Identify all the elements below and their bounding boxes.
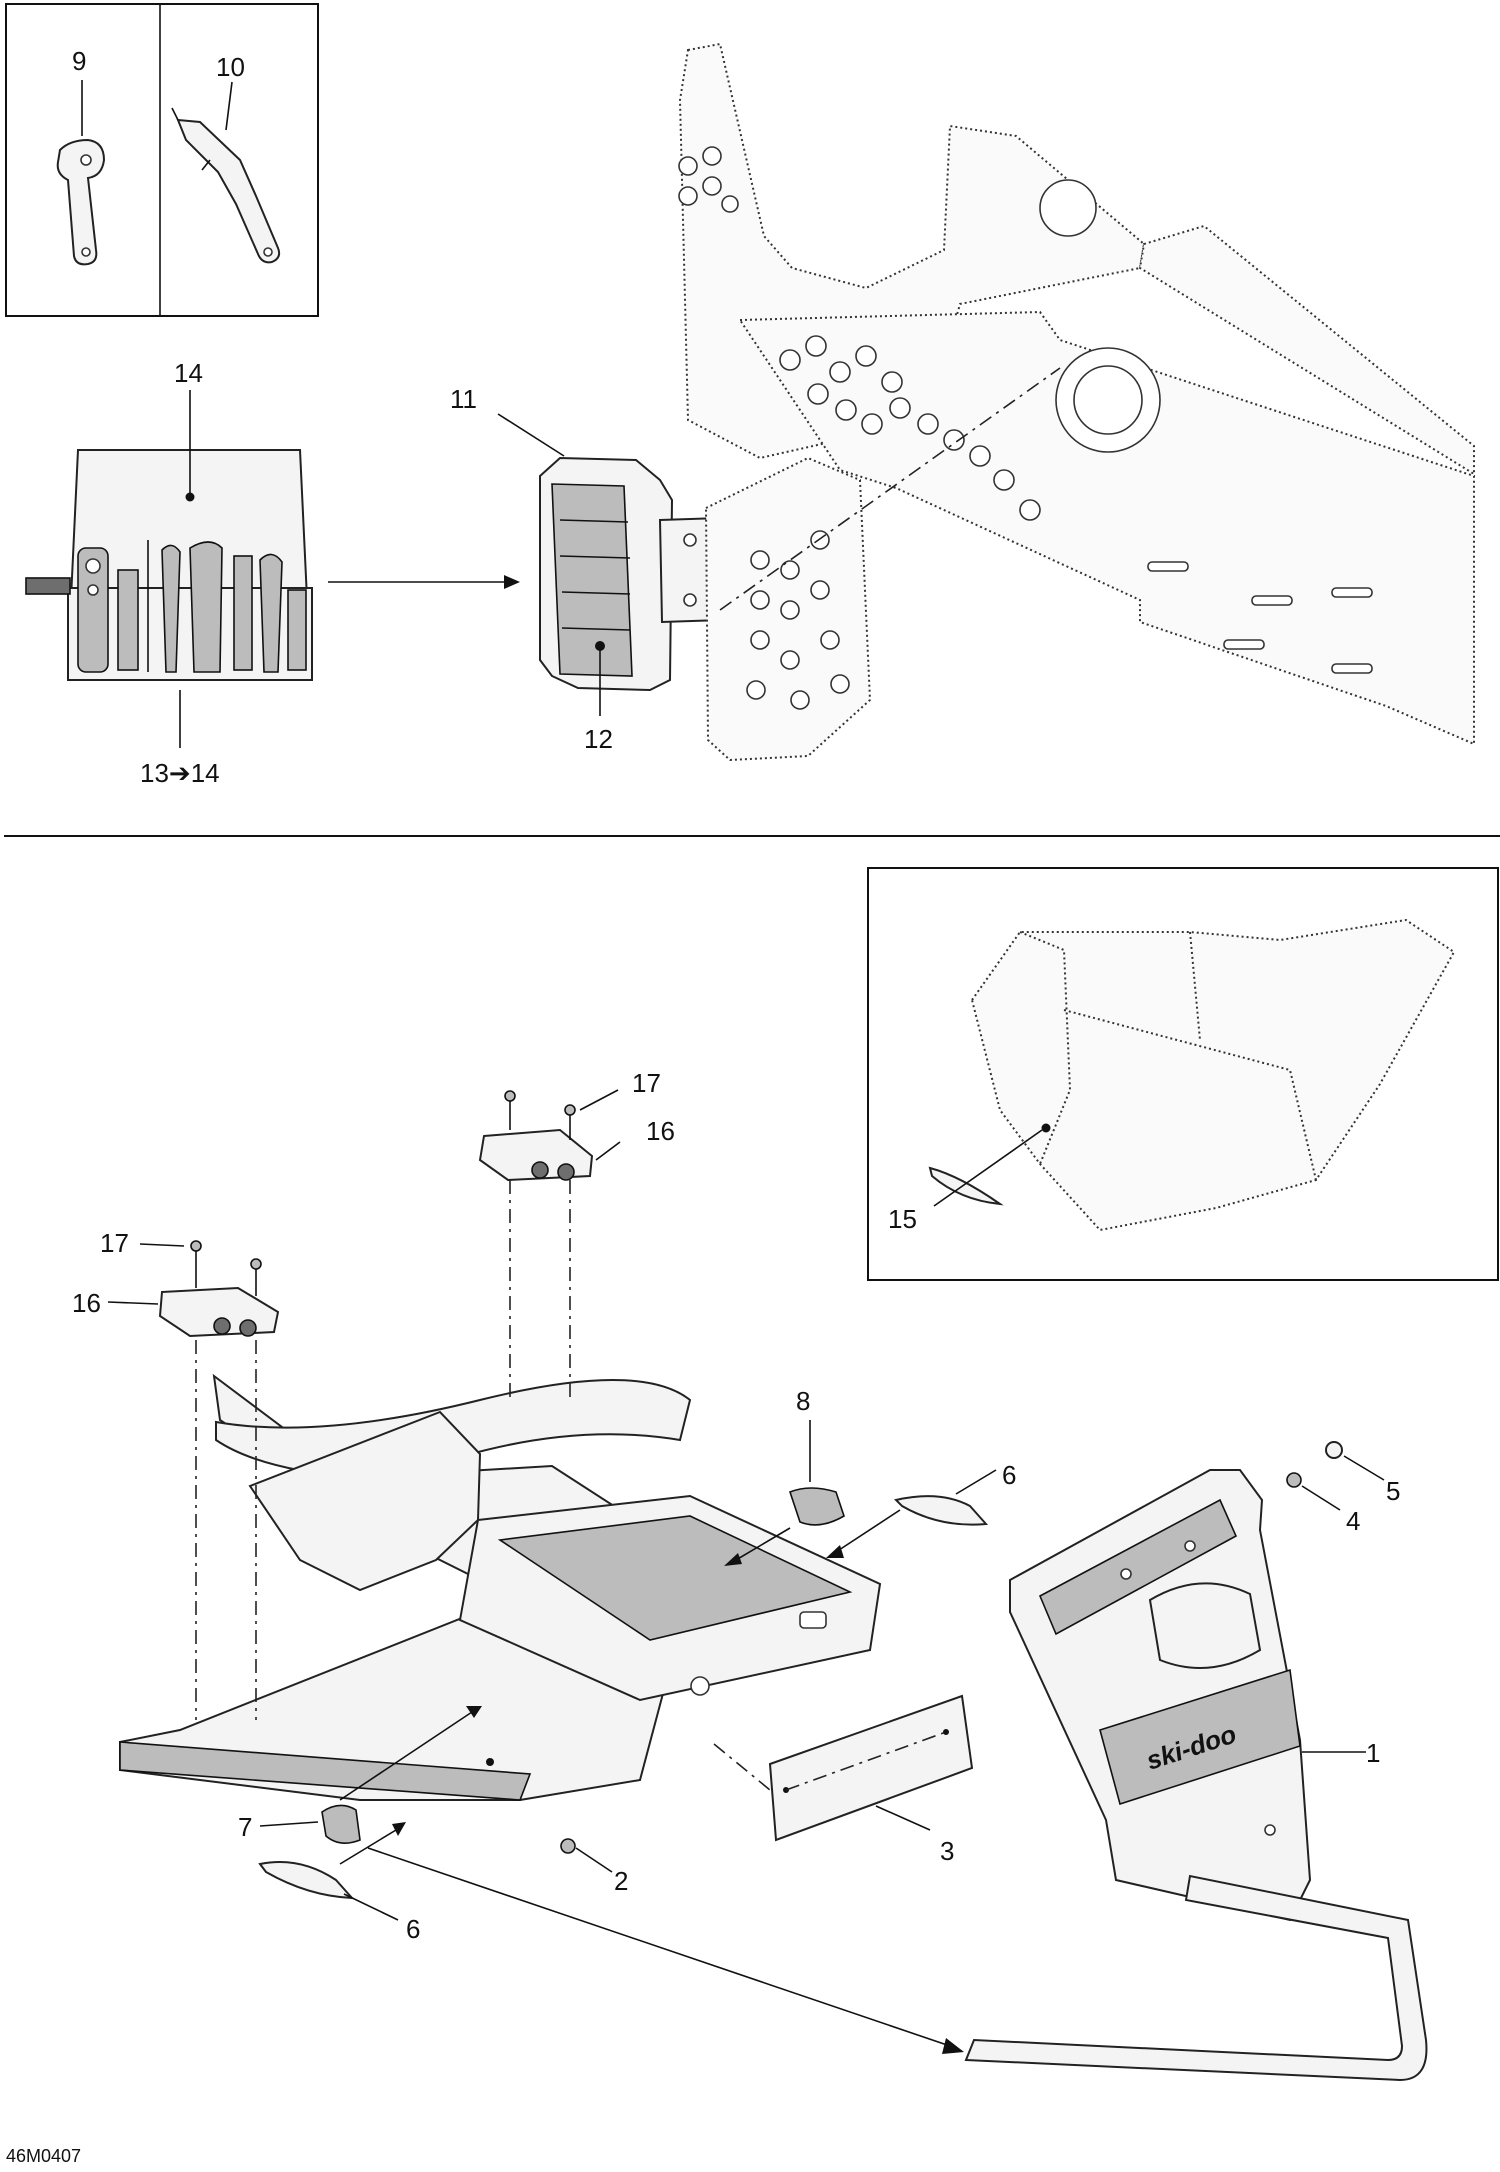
snowflap-panel-part-1: ski-doo [1009,1469,1366,1922]
spanner-wrench-part-9 [56,138,106,266]
license-plate-part-3 [713,1694,974,1842]
leader-11 [497,413,565,457]
arrow-head-kit [504,575,520,589]
callout-4: 4 [1346,1506,1360,1536]
leader-dot-14 [185,492,195,502]
leader-6-upper [955,1469,997,1495]
callout-14: 14 [174,358,203,388]
frame-side-gusset [248,1410,482,1592]
hook-wrench-part-10 [171,107,281,264]
tools-panel [5,3,319,317]
callout-17-upper: 17 [632,1068,661,1098]
callout-5: 5 [1386,1476,1400,1506]
callout-2: 2 [614,1866,628,1896]
hinge-assembly-upper [478,1089,621,1400]
leader-dot-frame [486,1758,494,1766]
callout-9: 9 [72,46,86,76]
screw-part-17-upper-a [504,1090,516,1102]
tools-panel-frame [5,3,319,317]
leader-3 [875,1805,931,1831]
callout-7: 7 [238,1812,252,1842]
panel-logo-plate [1099,1668,1301,1806]
leader-dot-15 [1041,1123,1051,1133]
leader-15 [933,1129,1043,1207]
leader-16-upper [595,1141,621,1161]
frame-deck-opening [497,1515,853,1641]
hinge-assembly-lower [107,1240,280,1720]
rear-frame-assembly [119,1373,882,1801]
leader-17-upper [579,1089,619,1111]
tool-kit-strap [25,577,71,595]
callout-12: 12 [584,724,613,754]
leader-6-lower [343,1893,399,1921]
trim-part-6-lower [258,1861,355,1900]
trim-part-6-upper [894,1495,989,1526]
side-plate-holes [746,530,850,710]
cap-part-5 [1325,1441,1343,1459]
callout-8: 8 [796,1386,810,1416]
callout-3: 3 [940,1836,954,1866]
arrow-head-bumper [942,2038,964,2054]
arrow-to-bumper [367,1847,951,2047]
callout-6-upper: 6 [1002,1460,1016,1490]
chassis-tunnel-top [1138,224,1475,476]
callout-11: 11 [450,384,477,414]
tool-kit-tools [77,540,307,673]
drawing-code: 46M0407 [6,2146,81,2166]
inset-panel [867,867,1499,1281]
inset-frame [867,867,1499,1281]
screw-part-17-upper-b [564,1104,576,1116]
leader-16-lower [107,1301,159,1305]
tool-kit-bag [25,390,520,748]
leader-10 [225,81,233,131]
clip-part-7 [321,1804,361,1844]
callout-10: 10 [216,52,245,82]
rivet-part-2 [560,1838,576,1854]
chassis-deck-holes [779,335,1041,521]
panel-handle-recess [1148,1582,1262,1669]
slide-rail [119,1741,532,1801]
leader-dot-12 [595,641,605,651]
callout-1: 1 [1366,1738,1380,1768]
callout-16-lower: 16 [72,1288,101,1318]
chassis-frame [678,42,1475,762]
chassis-slots [1147,561,1373,674]
storage-box-part-11 [497,413,724,716]
callout-13-to-14: 13➔14 [140,758,220,788]
callout-16-upper: 16 [646,1116,675,1146]
clip-part-8 [789,1487,845,1526]
callout-labels: 1 2 3 4 5 6 6 7 8 9 10 11 12 13➔14 14 15… [72,46,1400,1944]
leader-5 [1343,1455,1385,1481]
callout-6-lower: 6 [406,1914,420,1944]
leader-17-lower [139,1243,185,1247]
strip-part-15 [928,1166,1004,1206]
leader-7 [259,1821,319,1827]
rear-bumper [367,1847,1428,2082]
chassis-centerline [719,367,1061,611]
leader-4 [1301,1485,1341,1511]
screw-part-17-lower-b [250,1258,262,1270]
nut-part-4 [1286,1472,1302,1488]
leader-2 [575,1847,613,1873]
small-parts [258,1420,1385,1921]
callout-17-lower: 17 [100,1228,129,1258]
callout-15: 15 [888,1204,917,1234]
screw-part-17-lower-a [190,1240,202,1252]
